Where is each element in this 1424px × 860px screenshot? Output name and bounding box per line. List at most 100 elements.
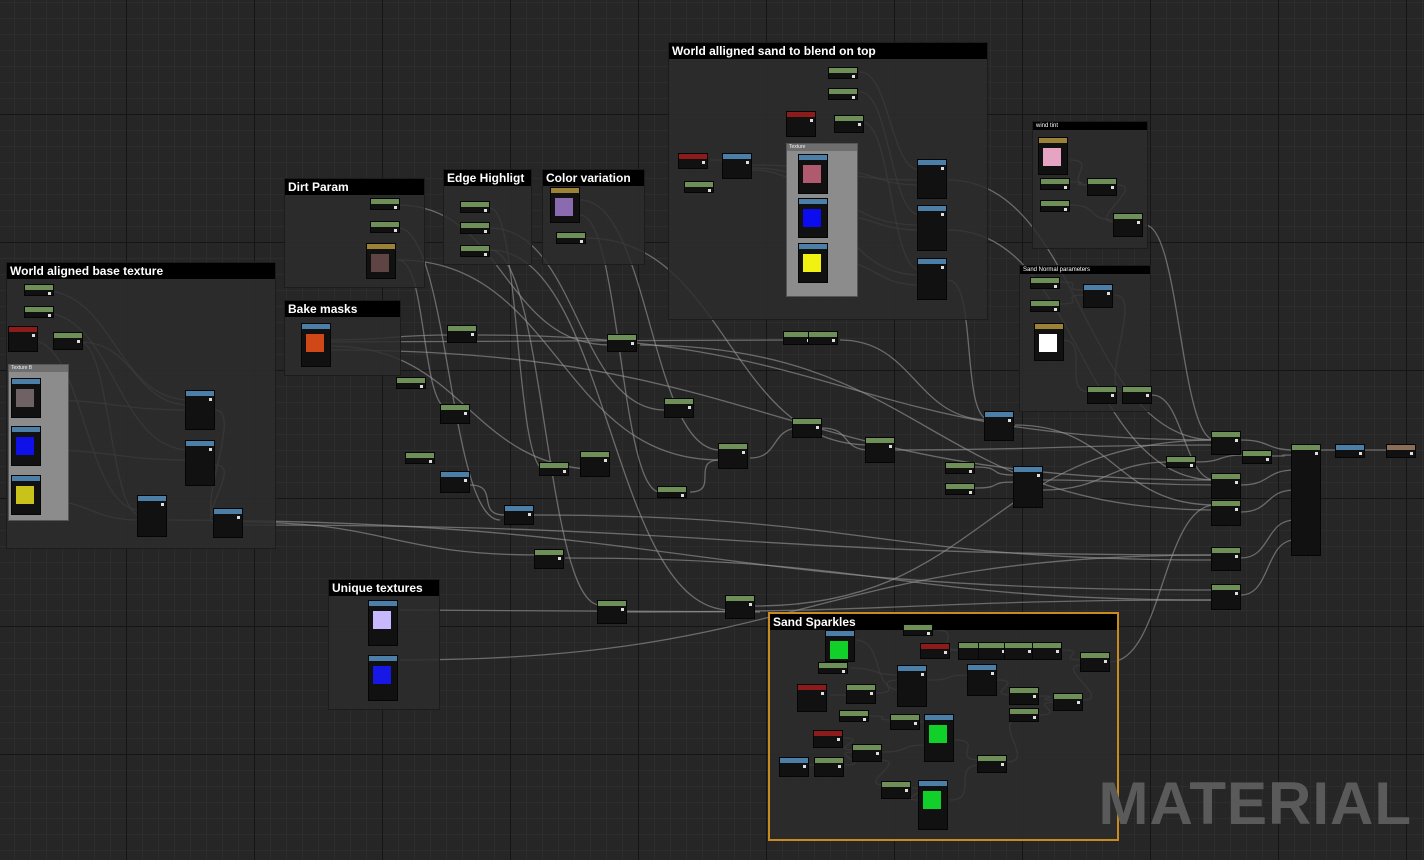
normal-multiply-1[interactable]: [1087, 386, 1117, 404]
base-world-aligned-node-2[interactable]: [185, 440, 215, 486]
mid-node-10[interactable]: [865, 437, 895, 463]
mid-node-4[interactable]: [808, 331, 838, 345]
wire-connection[interactable]: [159, 519, 1216, 591]
mid-node-11[interactable]: [405, 452, 435, 464]
sand-world-aligned-1[interactable]: [917, 159, 947, 199]
sparkle-chain-4[interactable]: [1032, 642, 1062, 660]
mid-node-2[interactable]: [607, 334, 637, 352]
sparkle-texture-3-node[interactable]: [918, 780, 948, 830]
sparkle-scalar-4[interactable]: [839, 710, 869, 722]
wire-connection[interactable]: [529, 514, 1216, 561]
sparkle-math-2[interactable]: [1009, 708, 1039, 722]
sand-texture-3-node[interactable]: [798, 243, 828, 283]
base-world-aligned-node-1[interactable]: [185, 390, 215, 430]
dirt-scalar-2[interactable]: [370, 221, 400, 233]
sand-world-aligned-2[interactable]: [917, 205, 947, 251]
sparkle-chain-3[interactable]: [1004, 642, 1034, 660]
sand-uv-node[interactable]: [722, 153, 752, 179]
dirt-scalar-1[interactable]: [370, 198, 400, 210]
sparkle-scalar-2[interactable]: [818, 662, 848, 674]
output-stack-node-6[interactable]: [1211, 584, 1241, 610]
mid-node-13[interactable]: [539, 462, 569, 476]
sparkle-math-4[interactable]: [890, 714, 920, 730]
wire-connection[interactable]: [839, 339, 991, 421]
mid-node-18[interactable]: [597, 600, 627, 624]
wind-lerp-1[interactable]: [1087, 178, 1117, 196]
base-multiply-node[interactable]: [53, 332, 83, 350]
base-scalar-param-2[interactable]: [24, 306, 54, 318]
color-variation-scalar[interactable]: [556, 232, 586, 244]
wire-connection[interactable]: [1240, 519, 1296, 559]
wire-connection[interactable]: [397, 259, 721, 461]
sparkle-math-5[interactable]: [852, 744, 882, 762]
mid-node-23[interactable]: [1013, 466, 1043, 508]
sand-world-aligned-3[interactable]: [917, 258, 947, 300]
wire-connection[interactable]: [489, 249, 731, 611]
wire-connection[interactable]: [1014, 424, 1216, 506]
sparkle-constant-1[interactable]: [920, 643, 950, 659]
base-texture-1-node[interactable]: [11, 378, 41, 418]
mid-node-5[interactable]: [396, 377, 426, 389]
wire-connection[interactable]: [469, 484, 506, 516]
wire-connection[interactable]: [1109, 504, 1216, 663]
mid-node-19[interactable]: [725, 595, 755, 619]
normal-uv-node[interactable]: [1083, 284, 1113, 308]
unique-texture-2-node[interactable]: [368, 655, 398, 701]
wire-connection[interactable]: [1042, 479, 1216, 486]
sparkle-uv-node[interactable]: [779, 757, 809, 777]
sand-constant-1[interactable]: [786, 111, 816, 137]
edge-scalar-1[interactable]: [460, 201, 490, 213]
base-scalar-param-1[interactable]: [24, 284, 54, 296]
mid-node-17[interactable]: [534, 549, 564, 569]
sparkle-math-7[interactable]: [977, 755, 1007, 773]
normal-scalar-1[interactable]: [1030, 277, 1060, 289]
mid-node-6[interactable]: [440, 404, 470, 424]
edge-scalar-2[interactable]: [460, 222, 490, 234]
sand-scalar-3[interactable]: [684, 181, 714, 193]
normal-multiply-2[interactable]: [1122, 386, 1152, 404]
wind-scalar-1[interactable]: [1040, 178, 1070, 190]
wire-connection[interactable]: [1042, 461, 1171, 491]
sparkle-constant-3[interactable]: [813, 730, 843, 748]
wind-tint-parameter-node[interactable]: [1038, 137, 1068, 175]
wire-connection[interactable]: [624, 599, 1216, 613]
wire-connection[interactable]: [239, 524, 1216, 556]
wire-connection[interactable]: [329, 339, 786, 343]
wire-connection[interactable]: [689, 459, 721, 493]
unique-texture-1-node[interactable]: [368, 600, 398, 646]
sparkle-texture-1-node[interactable]: [825, 630, 855, 662]
wire-connection[interactable]: [489, 249, 601, 606]
wire-connection[interactable]: [1240, 439, 1296, 451]
sparkle-math-6[interactable]: [814, 757, 844, 777]
mid-node-8[interactable]: [792, 418, 822, 438]
sand-normal-parameter-node[interactable]: [1034, 323, 1064, 361]
wire-connection[interactable]: [1144, 224, 1216, 441]
wire-connection[interactable]: [894, 444, 1216, 451]
wire-connection[interactable]: [754, 439, 1216, 607]
mid-node-22[interactable]: [945, 483, 975, 495]
wire-connection[interactable]: [1151, 394, 1216, 481]
base-constant-node[interactable]: [8, 326, 38, 352]
edge-scalar-3[interactable]: [460, 245, 490, 257]
sand-scalar-1[interactable]: [828, 67, 858, 79]
sparkle-output[interactable]: [1080, 652, 1110, 672]
wire-connection[interactable]: [239, 521, 541, 556]
wire-connection[interactable]: [821, 427, 871, 451]
base-blend-node-2[interactable]: [213, 508, 243, 538]
material-output-node[interactable]: [1386, 444, 1416, 458]
wire-connection[interactable]: [329, 349, 1216, 481]
material-attributes-node[interactable]: [1291, 444, 1321, 556]
comment-dirt-param[interactable]: Dirt Param: [284, 178, 425, 288]
sparkle-constant-2[interactable]: [797, 684, 827, 712]
sand-scalar-2[interactable]: [828, 88, 858, 100]
sparkle-math-3[interactable]: [1053, 693, 1083, 711]
sparkle-math-8[interactable]: [881, 781, 911, 799]
output-stack-node-2[interactable]: [1242, 450, 1272, 464]
output-stack-node-1[interactable]: [1211, 431, 1241, 455]
wire-connection[interactable]: [1240, 469, 1296, 486]
dirt-color-parameter-node[interactable]: [366, 243, 396, 279]
wire-connection[interactable]: [399, 609, 761, 613]
base-texture-3-node[interactable]: [11, 475, 41, 515]
mid-node-20[interactable]: [984, 411, 1014, 441]
